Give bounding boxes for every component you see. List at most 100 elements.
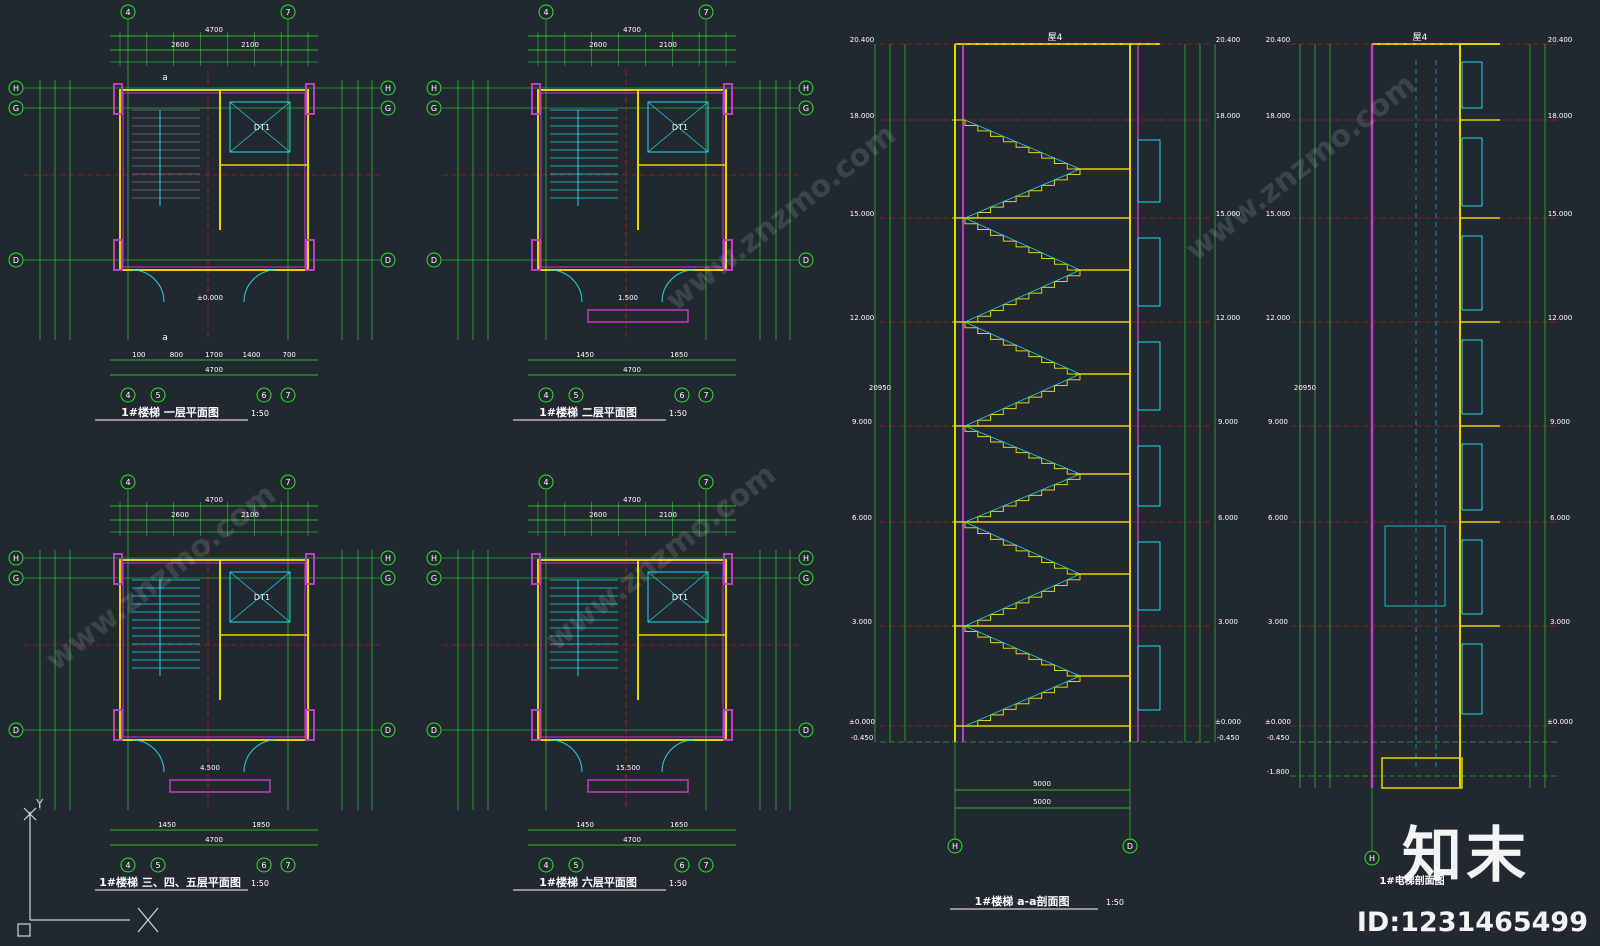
section-mark-a2: a [162, 333, 168, 343]
axis-bubble-circle [538, 857, 554, 873]
dim-top-b: 2100 [659, 41, 677, 49]
wall-inner [540, 562, 724, 738]
axis-bubble-label: D [431, 726, 437, 735]
elevator-door-opening [1461, 643, 1483, 715]
elevator-title: 1#电梯剖面图 [1379, 874, 1444, 887]
dim-bottom-value: 1650 [670, 351, 688, 359]
elevator-shaft [229, 571, 291, 623]
axis-bubble-circle [380, 550, 396, 566]
axis-bubble-circle [280, 4, 296, 20]
column-br [723, 239, 733, 271]
axis-bubble: G [426, 570, 442, 586]
dim-bottom-total: 4700 [623, 366, 641, 374]
axis-bubble-circle [538, 387, 554, 403]
stair-flight-down [952, 425, 1080, 475]
stair-soffit2 [964, 521, 1081, 575]
stair-flight-down [952, 217, 1080, 271]
dim-bottom-value: 1400 [243, 351, 261, 359]
axis-bubble-label: D [803, 726, 809, 735]
dim-bottom-value: 1450 [576, 351, 594, 359]
column-tr [305, 83, 315, 115]
axis-bubble: H [426, 80, 442, 96]
column-bl [113, 709, 123, 741]
section-level-right: 6.000 [1218, 514, 1238, 522]
wall-outline [119, 559, 309, 741]
axis-bubble-label: D [1127, 842, 1133, 851]
section-level-right: 12.000 [1216, 314, 1241, 322]
elevator-level-right: 3.000 [1550, 618, 1570, 626]
section-title: 1#楼梯 a-a剖面图 [974, 894, 1069, 908]
axis-bubble: 7 [280, 857, 296, 873]
dim-total-width: 4700 [205, 26, 223, 34]
dim-total-width: 4700 [205, 496, 223, 504]
stair-soffit2 [964, 321, 1081, 375]
window [1137, 341, 1161, 411]
axis-bubble-circle [280, 474, 296, 490]
column-br [723, 709, 733, 741]
axis-bubble-label: D [803, 256, 809, 265]
dim-bottom-value: 1650 [670, 821, 688, 829]
elevator-cross [229, 101, 291, 153]
axis-bubble-label: 5 [573, 391, 578, 400]
axis-bubble-circle [538, 474, 554, 490]
elevator-level-left: 9.000 [1268, 418, 1288, 426]
column-br [305, 709, 315, 741]
axis-bubble-circle [426, 722, 442, 738]
axis-bubble-circle [380, 80, 396, 96]
wall-inner [122, 562, 306, 738]
dim-top-a: 2600 [589, 41, 607, 49]
axis-bubble-label: 5 [573, 861, 578, 870]
axis-bubble-circle [798, 100, 814, 116]
axis-bubble-label: H [13, 84, 19, 93]
axis-bubble: 4 [538, 474, 554, 490]
axis-bubble-circle [380, 100, 396, 116]
stair-flight-up [965, 168, 1093, 219]
elevator-total-height: 20950 [1294, 384, 1316, 392]
section-level-left: -0.450 [851, 734, 874, 742]
section-level-left: 18.000 [850, 112, 875, 120]
column-bl [531, 709, 541, 741]
section-scale: 1:50 [1106, 898, 1124, 907]
dim-top-a: 2600 [589, 511, 607, 519]
elevator-label: DT1 [672, 123, 688, 132]
axis-bubble-label: 4 [543, 861, 548, 870]
axis-bubble-circle [698, 857, 714, 873]
axis-bubble-label: D [13, 256, 19, 265]
axis-bubble-circle [1364, 850, 1380, 866]
elevator-label: DT1 [254, 593, 270, 602]
axis-bubble-label: 6 [679, 391, 684, 400]
axis-bubble-label: 7 [703, 391, 708, 400]
axis-bubble-circle [120, 474, 136, 490]
axis-bubble-label: 7 [285, 478, 290, 487]
axis-bubble: 7 [698, 474, 714, 490]
stair-soffit2 [964, 119, 1081, 170]
column-tr [723, 553, 733, 585]
section-roof-label: 屋4 [1048, 32, 1063, 43]
dim-bottom-value: 800 [170, 351, 183, 359]
axis-bubble: 7 [698, 387, 714, 403]
canopy [587, 309, 689, 323]
elevator-label: DT1 [672, 593, 688, 602]
axis-bubble: H [798, 550, 814, 566]
watermark-brand: 知末 [1402, 821, 1530, 891]
axis-bubble: 4 [120, 4, 136, 20]
elevator-label: DT1 [254, 123, 270, 132]
canopy [169, 779, 271, 793]
canopy [587, 779, 689, 793]
column-tr [305, 553, 315, 585]
elevator-level-left: 12.000 [1266, 314, 1291, 322]
column-tl [113, 553, 123, 585]
window [1137, 645, 1161, 711]
stair-flight-down [952, 625, 1080, 677]
axis-bubble-circle [568, 857, 584, 873]
elevation-mark: 1.500 [618, 294, 638, 302]
axis-bubble-label: D [385, 256, 391, 265]
axis-bubble-circle [1122, 838, 1138, 854]
section-level-left: 20.400 [850, 36, 875, 44]
elevator-level-left: 6.000 [1268, 514, 1288, 522]
axis-bubble-circle [150, 387, 166, 403]
axis-bubble-circle [698, 4, 714, 20]
axis-bubble-label: 7 [285, 391, 290, 400]
